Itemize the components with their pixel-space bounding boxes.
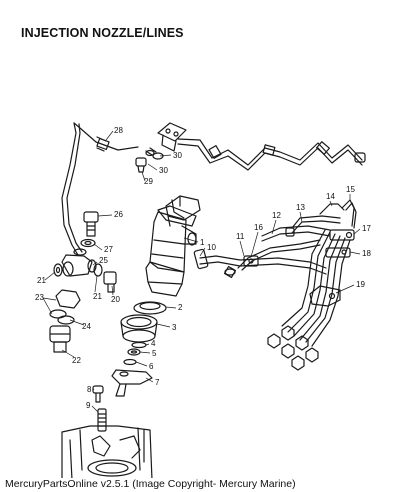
cylinder-head: [61, 425, 153, 481]
callout-3: 3: [172, 323, 177, 332]
line-end-fittings: [267, 325, 319, 371]
callout-6: 6: [149, 362, 154, 371]
callout-25: 25: [99, 256, 108, 265]
callout-1: 1: [200, 238, 205, 247]
callout-2: 2: [178, 303, 183, 312]
return-line-28: [61, 122, 139, 256]
callout-8: 8: [87, 385, 92, 394]
callout-20: 20: [111, 295, 120, 304]
banjo-bolt-26: [83, 211, 99, 237]
clamp-7: [111, 369, 153, 397]
callout-22: 22: [72, 356, 81, 365]
callout-26: 26: [114, 210, 123, 219]
callout-5: 5: [152, 349, 157, 358]
fitting-23: [49, 289, 81, 325]
callout-23: 23: [35, 293, 44, 302]
callout-7: 7: [155, 378, 160, 387]
callout-15: 15: [346, 185, 355, 194]
callout-24: 24: [82, 322, 91, 331]
callout-27: 27: [104, 245, 113, 254]
fuel-line-10: [193, 248, 327, 279]
upper-fuel-line: [177, 138, 366, 171]
banjo-bolt-29: [135, 157, 147, 173]
seal-5: [127, 348, 141, 356]
callout-11: 11: [236, 232, 245, 241]
bolt-8: [92, 385, 104, 403]
clamp-16: [243, 255, 259, 267]
callout-9: 9: [86, 401, 91, 410]
callout-28: 28: [114, 126, 123, 135]
callout-17: 17: [362, 224, 371, 233]
callout-29: 29: [144, 177, 153, 186]
injection-nozzle-1: [145, 195, 201, 297]
callout-30-lower: 30: [159, 166, 168, 175]
callout-12: 12: [272, 211, 281, 220]
callout-14: 14: [326, 192, 335, 201]
clamp-17: [329, 229, 355, 241]
callout-13: 13: [296, 203, 305, 212]
o-ring-2: [133, 301, 167, 315]
footer-caption: MercuryPartsOnline v2.5.1 (Image Copyrig…: [3, 478, 298, 490]
banjo-fitting-25: [61, 254, 103, 277]
washer-27: [73, 238, 96, 256]
fuel-line-15: [341, 199, 357, 229]
callout-4: 4: [151, 339, 156, 348]
fuel-line-11: [237, 239, 321, 271]
diagram-title: INJECTION NOZZLE/LINES: [21, 26, 184, 40]
nut-22: [49, 325, 71, 353]
fuel-line-13: [285, 215, 341, 237]
stud-9: [97, 408, 107, 432]
callout-10: 10: [207, 243, 216, 252]
callout-30-upper: 30: [173, 151, 182, 160]
fuel-line-14: [319, 203, 345, 215]
washer-21-left: [53, 263, 63, 277]
washer-4: [131, 341, 147, 349]
clamp-19: [309, 285, 341, 307]
sleeve-3: [120, 314, 158, 343]
callout-21-right: 21: [93, 292, 102, 301]
callout-18: 18: [362, 249, 371, 258]
callout-21-left: 21: [37, 276, 46, 285]
clamp-18: [325, 247, 351, 258]
callout-19: 19: [356, 280, 365, 289]
bolt-20: [103, 271, 117, 293]
washer-6: [123, 358, 137, 366]
callout-16: 16: [254, 223, 263, 232]
